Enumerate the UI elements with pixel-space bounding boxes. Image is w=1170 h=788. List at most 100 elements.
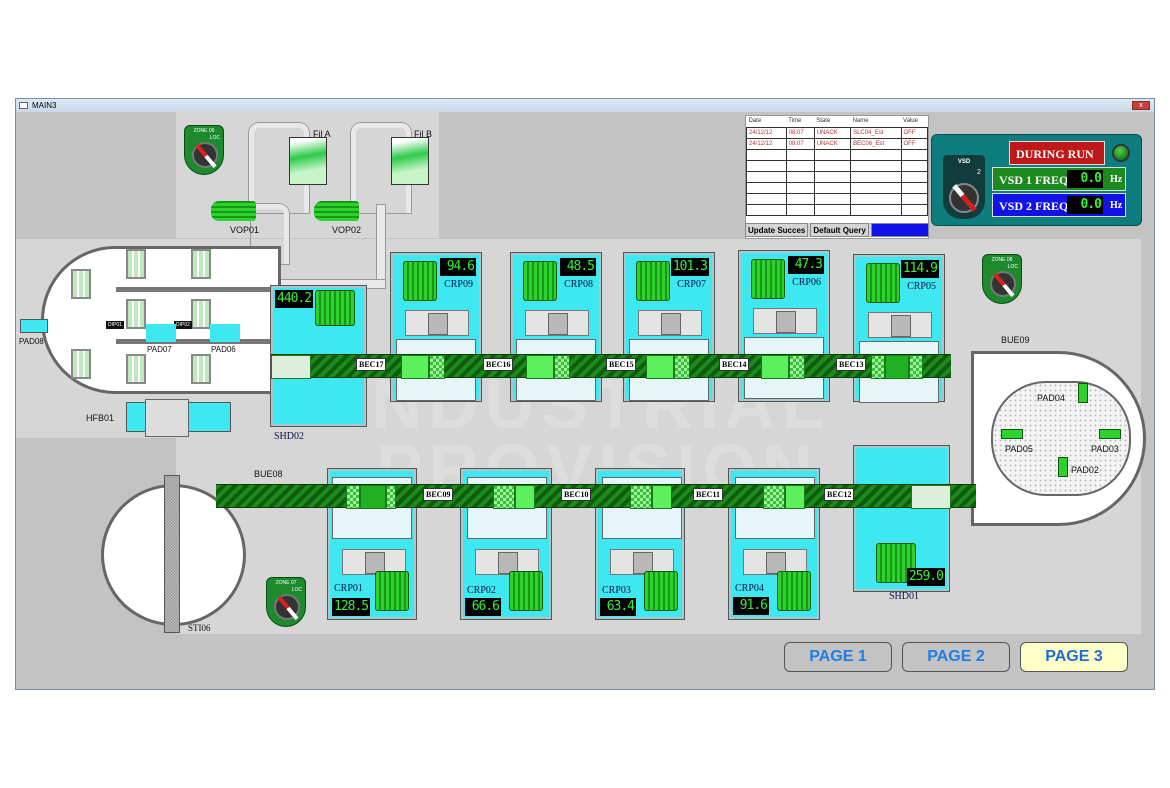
roller	[126, 354, 146, 384]
roller	[71, 349, 91, 379]
vsd2-freq-display: 0.0	[1067, 196, 1103, 214]
hfb01-unit[interactable]	[126, 399, 231, 437]
pad05-motor-icon[interactable]	[1001, 429, 1023, 439]
speed-display: 259.0	[906, 568, 945, 586]
pad08-motor-icon[interactable]	[20, 319, 48, 333]
conveyor-bec13[interactable]: BEC13	[836, 358, 867, 371]
unit-label: CRP09	[444, 279, 473, 290]
conveyor-bec15[interactable]: BEC15	[606, 358, 637, 371]
col-name: Name	[850, 116, 902, 128]
close-button[interactable]: x	[1132, 101, 1150, 110]
pad08-label: PAD08	[19, 337, 44, 346]
selector-knob-icon	[274, 594, 300, 620]
conveyor-bec14[interactable]: BEC14	[719, 358, 750, 371]
speed-display: 128.5	[332, 598, 371, 616]
pump-vop01-icon[interactable]	[211, 201, 256, 221]
page-1-button[interactable]: PAGE 1	[784, 642, 892, 672]
alarm-status-bar: Update Succes Default Query	[745, 223, 929, 237]
pad05-label: PAD05	[1005, 444, 1033, 454]
col-date: Date	[746, 116, 787, 128]
filter-b-label: Fil B	[414, 129, 432, 139]
conveyor-bec17[interactable]: BEC17	[356, 358, 387, 371]
speed-display: 94.6	[440, 258, 476, 276]
filter-a-icon	[289, 137, 327, 185]
unit-label: CRP05	[907, 281, 936, 292]
selector-knob-icon	[949, 183, 979, 213]
conveyor-bec11[interactable]: BEC11	[693, 488, 724, 501]
conveyor-bec10[interactable]: BEC10	[561, 488, 592, 501]
pad03-motor-icon[interactable]	[1099, 429, 1121, 439]
unit-label: CRP08	[564, 279, 593, 290]
conveyor-bec16[interactable]: BEC16	[483, 358, 514, 371]
filter-a-label: Fil A	[313, 129, 331, 139]
pump-vop02-icon[interactable]	[314, 201, 359, 221]
bue09-label: BUE09	[1001, 335, 1030, 345]
during-run-indicator: DURING RUN	[1009, 141, 1105, 165]
vsd1-freq-display: 0.0	[1067, 170, 1103, 188]
page-2-button[interactable]: PAGE 2	[902, 642, 1010, 672]
window-icon	[19, 102, 28, 109]
sti06-arm[interactable]	[164, 475, 180, 633]
filter-b-icon	[391, 137, 429, 185]
speed-display: 440.2	[275, 290, 314, 308]
pad07-motor-icon[interactable]	[146, 324, 176, 342]
run-lamp-icon	[1112, 144, 1130, 162]
pad02-label: PAD02	[1071, 465, 1099, 475]
dip02-label: DIP02	[174, 321, 192, 329]
zone-loc-label: LOC	[209, 135, 220, 141]
vsd2-unit: Hz	[1110, 200, 1123, 211]
pad06-motor-icon[interactable]	[210, 324, 240, 342]
col-time: Time	[786, 116, 815, 128]
pad04-motor-icon[interactable]	[1078, 383, 1088, 403]
pad02-motor-icon[interactable]	[1058, 457, 1068, 477]
speed-display: 48.5	[560, 258, 596, 276]
zone-label: ZONE 07	[275, 580, 297, 586]
pad03-label: PAD03	[1091, 444, 1119, 454]
zone-label: ZONE 09	[193, 128, 215, 134]
update-status: Update Succes	[745, 223, 809, 237]
pump-vop01-label: VOP01	[230, 225, 260, 235]
page-3-button[interactable]: PAGE 3	[1020, 642, 1128, 672]
col-state: State	[814, 116, 851, 128]
unit-shd01[interactable]: 259.0	[853, 445, 950, 592]
vsd-panel: VSD 2 DURING RUN VSD 1 FREQ 0.0 Hz VSD 2…	[931, 134, 1142, 226]
roller	[71, 269, 91, 299]
speed-display: 114.9	[900, 260, 939, 278]
vsd1-unit: Hz	[1110, 174, 1123, 185]
vsd-selector-label: VSD	[957, 159, 971, 165]
zone-label: ZONE 08	[991, 257, 1013, 263]
selector-knob-icon	[192, 142, 218, 168]
unit-label: CRP03	[602, 585, 631, 596]
vsd-selector[interactable]: VSD 2	[943, 155, 985, 219]
col-value: Value	[901, 116, 928, 128]
roller	[191, 299, 211, 329]
bue08-label: BUE08	[254, 469, 283, 479]
zone-loc-label: LOC	[1007, 264, 1018, 270]
query-indicator	[870, 223, 929, 237]
roller	[191, 249, 211, 279]
pad04-label: PAD04	[1037, 393, 1065, 403]
vsd-pos2-label: 2	[977, 169, 981, 176]
lower-conveyor-belt	[216, 484, 976, 509]
roller	[126, 249, 146, 279]
pipe	[376, 204, 386, 284]
vsd2-label: VSD 2 FREQ	[999, 199, 1069, 213]
conveyor-bec09[interactable]: BEC09	[423, 488, 454, 501]
unit-label: CRP02	[467, 585, 496, 596]
shd02-label: SHD02	[274, 431, 305, 442]
unit-label: CRP04	[735, 583, 764, 594]
dip01-label: DIP01	[106, 321, 124, 329]
conveyor-bec12[interactable]: BEC12	[824, 488, 855, 501]
window-title: MAIN3	[32, 101, 57, 110]
speed-display: 101.3	[670, 258, 709, 276]
query-select[interactable]: Default Query	[810, 223, 869, 237]
unit-label: CRP01	[334, 583, 363, 594]
roller	[191, 354, 211, 384]
